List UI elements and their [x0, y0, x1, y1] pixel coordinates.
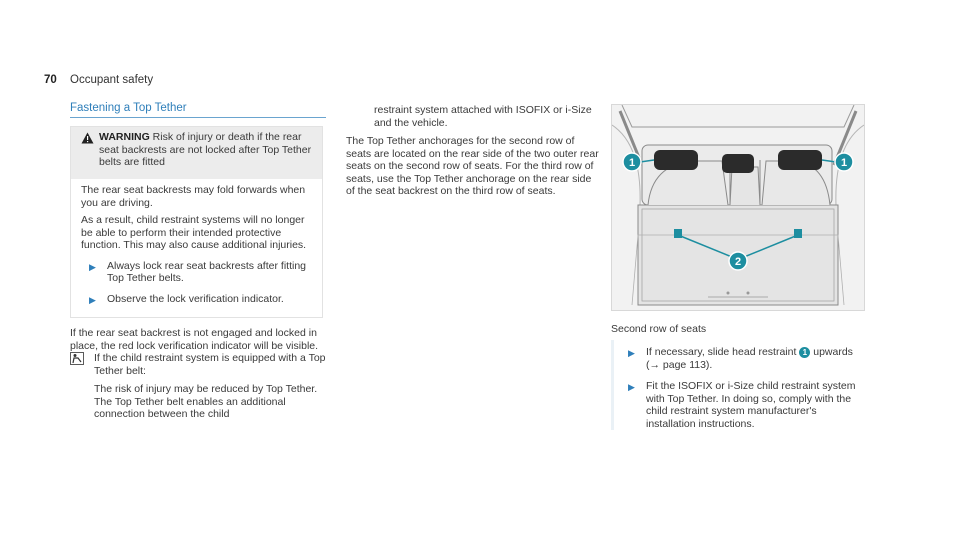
child-seat-note-text: If the child restraint system is equippe…: [94, 352, 326, 377]
section-title: Fastening a Top Tether: [70, 102, 326, 118]
col2-continuation: restraint system attached with ISOFIX or…: [374, 104, 592, 129]
warning-message: Risk of injury or death if the rear seat…: [99, 131, 312, 168]
warning-triangle-icon: [81, 132, 99, 148]
warning-bullet-2: ▶ Observe the lock verification indicato…: [81, 293, 312, 307]
warning-bullet-2-text: Observe the lock verification indicator.: [107, 292, 284, 305]
arrow-right-icon: ▶: [628, 348, 635, 358]
step-1-text: If necessary, slide head restraint 1 upw…: [646, 346, 865, 371]
arrow-right-icon: ▶: [628, 382, 635, 392]
anchorage-para: The Top Tether anchorages for the second…: [346, 135, 599, 197]
lock-indicator-para: If the rear seat backrest is not engaged…: [70, 327, 319, 352]
procedure-steps: ▶ If necessary, slide head restraint 1 u…: [611, 340, 865, 430]
step-1-text-a: If necessary, slide head restraint: [646, 346, 797, 358]
warning-header: WARNING Risk of injury or death if the r…: [71, 127, 322, 179]
warning-bullet-1-text: Always lock rear seat backrests after fi…: [107, 259, 306, 285]
arrow-right-icon: ▶: [89, 294, 96, 305]
figure-callout-2: 2: [735, 256, 741, 268]
warning-label: WARNING: [99, 131, 150, 143]
rear-seats-illustration: 1 1 2: [611, 104, 865, 310]
warning-body: The rear seat backrests may fold forward…: [71, 179, 322, 306]
rear-seats-figure: 1 1 2: [611, 104, 865, 311]
step-1-text-b: upwards (→ page 113).: [646, 346, 853, 371]
column-2-text: restraint system attached with ISOFIX or…: [346, 104, 600, 198]
figure-callout-1-left: 1: [629, 157, 635, 169]
step-2: ▶ Fit the ISOFIX or i-Size child restrai…: [614, 380, 865, 430]
arrow-right-icon: ▶: [89, 261, 96, 272]
figure-caption: Second row of seats: [611, 323, 707, 335]
page-number: 70: [44, 74, 57, 86]
child-seat-note: If the child restraint system is equippe…: [70, 352, 326, 377]
top-tether-risk-para: The risk of injury may be reduced by Top…: [94, 383, 318, 420]
step-1: ▶ If necessary, slide head restraint 1 u…: [614, 346, 865, 371]
step-1-callout: 1: [799, 347, 811, 358]
page-section: Occupant safety: [70, 74, 154, 86]
column-1-text: If the rear seat backrest is not engaged…: [70, 327, 326, 421]
warning-para-2: As a result, child restraint systems wil…: [81, 214, 307, 251]
page-header: 70 Occupant safety: [44, 74, 153, 86]
child-seat-symbol-icon: [70, 352, 94, 377]
warning-text: WARNING Risk of injury or death if the r…: [99, 131, 312, 169]
figure-callout-1-right: 1: [841, 157, 847, 169]
warning-para-1: The rear seat backrests may fold forward…: [81, 184, 306, 209]
step-2-text: Fit the ISOFIX or i-Size child restraint…: [646, 380, 856, 430]
warning-bullet-1: ▶ Always lock rear seat backrests after …: [81, 260, 312, 285]
warning-box: WARNING Risk of injury or death if the r…: [70, 126, 323, 318]
